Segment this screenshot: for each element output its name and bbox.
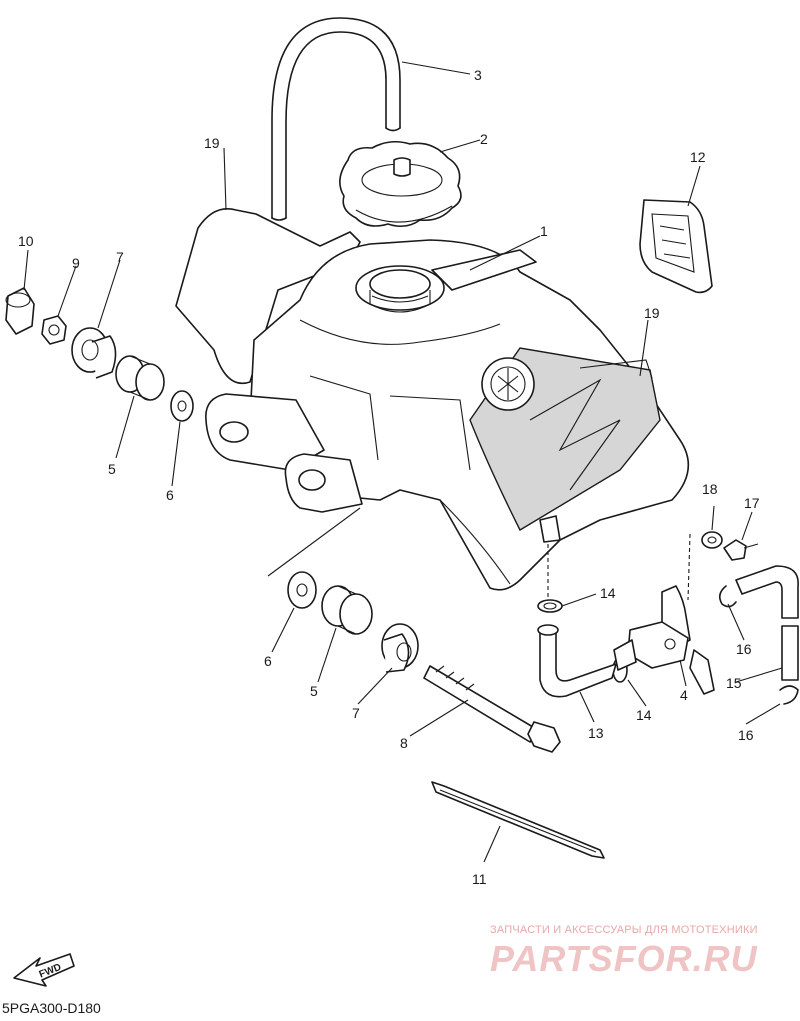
callout-6-lower: 6 [264,653,272,669]
callout-8: 8 [400,735,408,751]
callout-19-left: 19 [204,135,220,151]
callout-1: 1 [540,223,548,239]
callout-12: 12 [690,149,706,165]
nut [41,315,67,345]
drawing-code: 5PGA300-D180 [2,1000,101,1016]
callout-6-upper: 6 [166,487,174,503]
callout-16-upper: 16 [736,641,752,657]
callout-15: 15 [726,675,742,691]
callout-14-upper: 14 [600,585,616,601]
rubber-strip [431,781,605,859]
callout-2: 2 [480,131,488,147]
callout-4: 4 [680,687,688,703]
fwd-arrow-icon: FWD [13,953,75,987]
callout-10: 10 [18,233,34,249]
callout-17: 17 [744,495,760,511]
fuel-tank [205,239,690,591]
callouts: 3 2 19 1 12 19 10 9 7 5 6 6 5 7 8 13 14 … [18,67,760,887]
fuel-cap [339,140,462,228]
mounting-bolt [423,665,561,753]
cap-nut [5,287,35,335]
callout-11: 11 [472,871,487,887]
damper-upper [115,355,165,401]
callout-leaders [23,61,783,863]
callout-5-upper: 5 [108,461,116,477]
hose-clamp-upper [537,599,563,613]
watermark-tagline: ЗАПЧАСТИ И АКСЕССУАРЫ ДЛЯ МОТОТЕХНИКИ [490,924,758,936]
alignment-lines [267,507,691,601]
fuel-cock-washer [701,531,723,549]
hose-clip-upper [718,585,737,608]
fuel-cock [613,585,715,695]
callout-16-lower: 16 [738,727,754,743]
washer-lower [287,571,317,609]
damper-lower [321,585,373,635]
callout-19-right: 19 [644,305,660,321]
fuel-hose [537,624,617,698]
callout-7-lower: 7 [352,705,360,721]
callout-3: 3 [474,67,482,83]
washer-upper [170,390,194,422]
tank-cover-sheet-left [175,208,361,385]
hose-clip-lower [779,685,799,705]
tank-cover-sheet-right [579,359,653,379]
collar-upper [71,327,117,379]
collar-lower [381,623,419,673]
callout-9: 9 [72,255,80,271]
vent-hose [735,565,799,681]
breather-hose [271,17,401,221]
callout-7-upper: 7 [116,249,124,265]
watermark-logo: PARTSFOR.RU [490,938,758,979]
heat-protector-plate [639,199,713,294]
callout-13: 13 [588,725,604,741]
callout-14-lower: 14 [636,707,652,723]
fuel-cock-screw [723,539,759,561]
callout-5-lower: 5 [310,683,318,699]
callout-18: 18 [702,481,718,497]
